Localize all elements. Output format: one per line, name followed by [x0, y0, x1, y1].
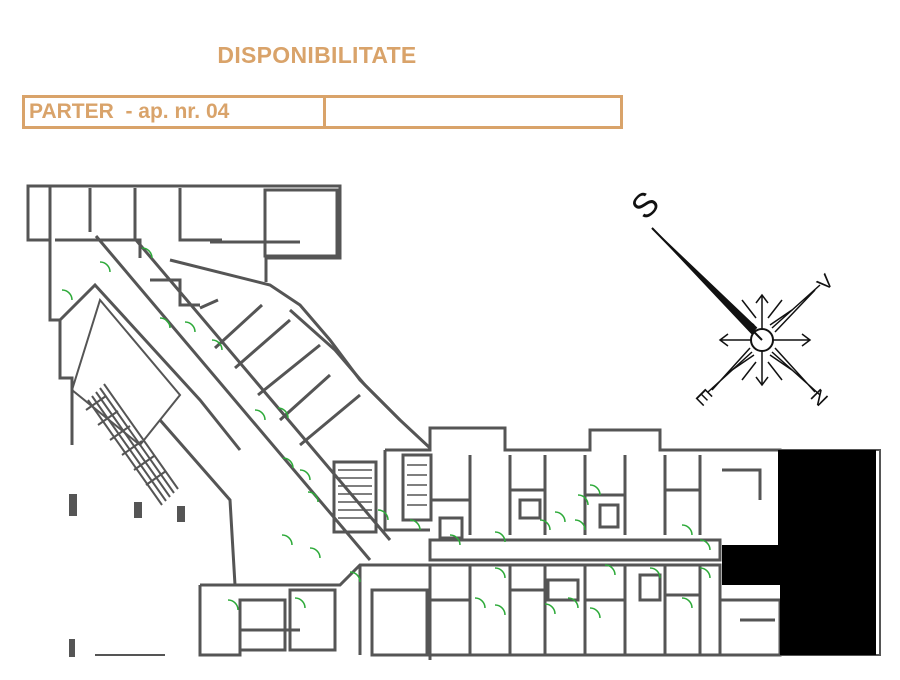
- compass-label-v: V: [813, 270, 838, 295]
- compass-label-n: N: [806, 385, 832, 411]
- walls: [26, 184, 881, 660]
- unit-label: PARTER - ap. nr. 04: [25, 98, 326, 126]
- unit-info-box: PARTER - ap. nr. 04: [22, 95, 623, 129]
- selected-unit-ap-04[interactable]: [722, 450, 876, 655]
- floor-plan: S V N E: [26, 184, 881, 660]
- unit-value: [326, 98, 620, 126]
- compass-rose-icon: [651, 227, 821, 396]
- grating-hatch: [69, 383, 185, 657]
- page-title: DISPONIBILITATE: [217, 42, 417, 68]
- door-swings: [61, 247, 711, 619]
- compass-label-s: S: [624, 184, 667, 227]
